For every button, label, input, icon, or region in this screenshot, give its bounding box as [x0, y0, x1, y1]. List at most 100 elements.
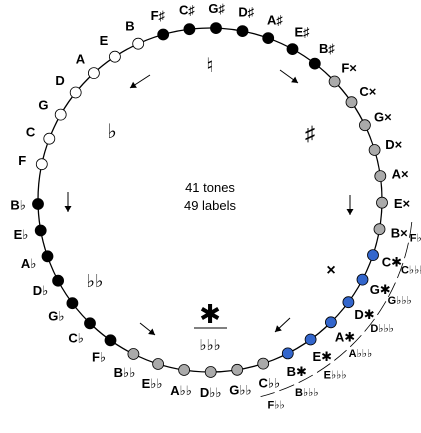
tone-dot-natural	[54, 108, 67, 121]
tone-label: B♯	[319, 41, 335, 56]
arrow-head	[148, 328, 155, 335]
tone-label: D✱	[354, 307, 374, 322]
tone-layer	[32, 22, 388, 378]
tone-alt-label: F♭♭	[268, 400, 285, 412]
tone-dot-sharp	[262, 32, 275, 44]
tone-alt-label: G♭♭♭	[388, 295, 412, 307]
tone-label: A	[76, 51, 86, 66]
tone-label: C♭	[68, 331, 84, 346]
tone-dot-sharp	[157, 28, 170, 41]
tone-dot-flat	[52, 274, 64, 287]
tone-alt-label: A♭♭♭	[349, 348, 373, 360]
tone-dot-natural	[132, 37, 145, 50]
tone-dot-doublesharp	[374, 170, 387, 183]
tone-label: B×	[391, 226, 408, 241]
tone-alt-label: F♭♭♭	[410, 232, 421, 244]
arrow-head	[275, 325, 282, 332]
tone-label: F♭	[92, 350, 106, 365]
tone-dot-sharp	[308, 57, 321, 70]
tone-dot-doublesharp	[368, 144, 381, 156]
tone-dot-triple	[281, 347, 294, 360]
arrow-head	[291, 76, 298, 83]
tone-label: F♯	[151, 8, 165, 23]
tone-label: G	[38, 98, 48, 113]
region-layer: ♮♭♯♭♭×✱♭♭♭	[64, 55, 354, 354]
tone-label: G♭♭	[229, 383, 251, 398]
tone-label: F×	[341, 61, 357, 76]
tone-dot-flat	[66, 297, 79, 310]
tone-dot-doublesharp	[328, 75, 341, 88]
tone-label: E	[100, 33, 109, 48]
sharp-symbol: ♯	[305, 123, 315, 145]
tone-dot-natural	[43, 132, 56, 145]
tone-dot-triple	[367, 249, 379, 262]
tone-label: B✱	[287, 364, 307, 379]
tone-label: C♭♭	[258, 376, 280, 391]
tone-dot-doubleflat	[152, 358, 165, 370]
triple-flat-symbol: ♭♭♭	[199, 337, 220, 354]
tone-alt-label: E♭♭♭	[324, 370, 347, 382]
tone-dot-triple	[324, 316, 337, 329]
tone-label: D	[55, 73, 64, 88]
tone-count-label: 41 tones	[185, 180, 235, 195]
tone-dot-doubleflat	[178, 364, 191, 376]
tone-label: G✱	[370, 282, 391, 297]
tone-label: B♭	[10, 198, 26, 213]
tone-label: E♭	[14, 227, 29, 242]
tone-dot-natural	[109, 50, 121, 63]
triple-sharp-symbol: ✱	[199, 299, 221, 329]
tone-dot-triple	[342, 296, 355, 309]
tone-label: B	[125, 19, 134, 34]
tone-dot-sharp	[210, 22, 222, 35]
tone-dot-flat	[32, 198, 44, 210]
tone-label: F	[18, 153, 26, 168]
tone-alt-label: D♭♭♭	[370, 323, 394, 335]
tone-dot-flat	[104, 334, 117, 347]
tone-label: C	[26, 125, 36, 140]
tone-label: D×	[385, 137, 402, 152]
tone-dot-doublesharp	[376, 196, 388, 209]
label-count-label: 49 labels	[183, 198, 237, 213]
tone-label: C✱	[382, 255, 402, 270]
tone-label: G♭	[48, 308, 64, 323]
tone-dot-sharp	[286, 43, 299, 55]
tone-alt-label: B♭♭♭	[295, 387, 319, 399]
tone-dot-doublesharp	[373, 223, 386, 236]
tone-label: E♭♭	[142, 376, 163, 391]
tone-dot-doubleflat	[231, 363, 244, 376]
separator-arc	[260, 221, 413, 397]
flat-symbol: ♭	[107, 121, 116, 143]
tone-dot-flat	[34, 224, 47, 237]
double-flat-symbol: ♭♭	[87, 271, 104, 291]
tone-label: B♭♭	[114, 365, 136, 380]
tone-label: D♭	[33, 283, 49, 298]
arrow-head	[64, 206, 72, 212]
tone-label: D♭♭	[200, 385, 222, 400]
tone-dot-flat	[41, 250, 54, 263]
tone-dot-natural	[69, 86, 82, 99]
arrow-head	[130, 81, 137, 88]
tone-label: E♯	[295, 25, 310, 40]
natural-symbol: ♮	[206, 55, 213, 77]
tone-dot-sharp	[183, 23, 196, 36]
tone-label: E×	[394, 196, 411, 211]
tone-label: E✱	[313, 349, 333, 364]
tone-dot-natural	[88, 67, 100, 79]
tone-dot-doubleflat	[204, 366, 217, 378]
tone-dot-sharp	[236, 25, 249, 38]
tone-label: D♯	[238, 5, 254, 20]
tone-dot-flat	[84, 317, 96, 330]
tone-dot-natural	[35, 158, 48, 171]
tone-label: G×	[374, 110, 392, 125]
tone-label: C×	[359, 84, 376, 99]
arrow-head	[346, 209, 354, 215]
tone-label: A♭♭	[170, 383, 192, 398]
tone-dot-triple	[356, 273, 369, 286]
tone-label: A✱	[335, 330, 355, 345]
tone-dot-doubleflat	[257, 357, 270, 370]
tone-dot-doublesharp	[358, 119, 371, 132]
tone-label: C♯	[179, 2, 195, 17]
tone-dot-doubleflat	[127, 348, 140, 360]
tone-label: A♭	[21, 256, 37, 271]
